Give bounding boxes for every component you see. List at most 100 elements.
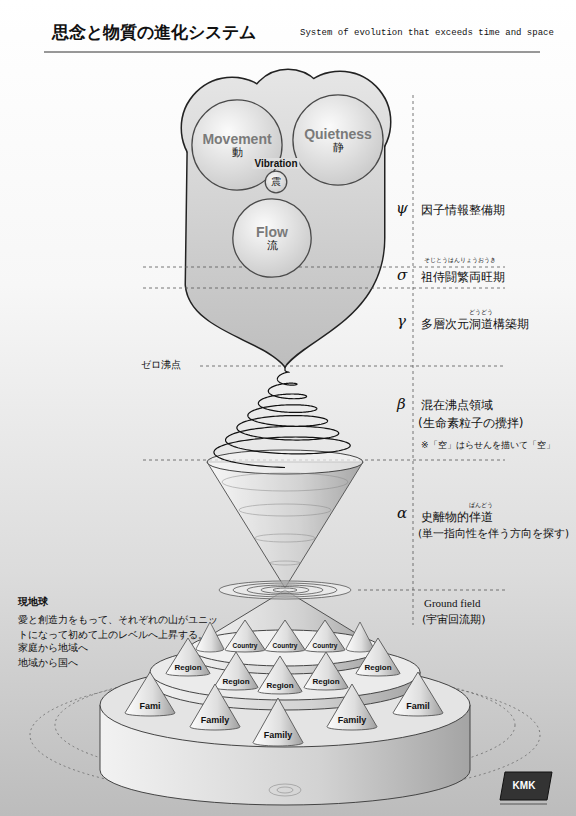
cone-label: Region — [312, 678, 339, 686]
cone-label: Region — [364, 664, 391, 672]
thought-cloud — [182, 70, 390, 366]
cone-label: Family — [264, 731, 293, 740]
cone-outline — [305, 620, 345, 652]
stage-name: 混在沸点領域 — [421, 399, 493, 411]
ground-swirl — [261, 587, 309, 594]
circle-heading: Flow — [256, 224, 288, 240]
stage-name: Ground field — [424, 598, 481, 609]
circle-kanji: 流 — [267, 240, 278, 253]
unit-cone: Family — [253, 698, 303, 746]
unit-cone: Region — [166, 638, 210, 676]
ground-cylinder — [100, 663, 470, 805]
concept-circle: Vibration震 — [265, 171, 287, 193]
cone-label: Region — [266, 682, 293, 690]
stage-letter: γ — [397, 314, 406, 329]
boiling-point-label: ゼロ沸点 — [141, 360, 181, 370]
body-text: 地域から国へ — [18, 658, 78, 668]
stage-divider — [143, 95, 505, 625]
cone-outline — [393, 672, 443, 716]
thought-cloud — [182, 70, 390, 366]
stage-note: ※「空」はらせんを描いて「空」 — [421, 441, 555, 450]
section-heading: 現地球 — [18, 597, 48, 607]
ground-swirl — [247, 585, 323, 595]
cone-label: Country — [273, 642, 298, 649]
cone-outline — [356, 638, 400, 676]
cone-outline — [166, 638, 210, 676]
diagram-title: 思念と物質の進化システム — [52, 22, 256, 42]
stage-divider — [143, 267, 505, 268]
cone-label: Country — [233, 642, 258, 649]
circle-outline — [293, 95, 383, 185]
circle-kanji: 震 — [271, 176, 281, 188]
upper-cone — [222, 473, 348, 491]
cone-label: Famil — [406, 702, 430, 711]
ground-cylinder — [277, 787, 293, 793]
unit-cone: Family — [327, 684, 377, 730]
cone-outline — [304, 652, 348, 690]
stage-name: 多層次元洞道構築期 — [421, 318, 529, 330]
stage-name: 祖侍闘繁両旺期 — [421, 271, 505, 283]
boiling-spiral — [214, 366, 350, 468]
unit-cone: Country — [265, 620, 305, 652]
upper-cone — [222, 473, 348, 565]
stage-divider — [143, 288, 505, 289]
unit-cone: Country — [225, 620, 265, 652]
header-rule — [44, 52, 540, 53]
concept-circle: Flow流 — [232, 198, 312, 278]
unit-cone: Famil — [393, 672, 443, 716]
stage-note: (宇宙回流期) — [422, 614, 486, 625]
ground-swirl — [219, 581, 351, 599]
stage-divider — [358, 590, 505, 591]
upper-cone — [207, 450, 363, 588]
cone-label: Family — [201, 715, 230, 724]
unit-cone: Region — [214, 652, 258, 690]
stage-divider — [413, 95, 414, 625]
upper-cone — [255, 534, 315, 542]
stage-name: 史離物的伴道 — [421, 511, 493, 523]
unit-cone: Country — [305, 620, 345, 652]
unit-cone: Family — [190, 684, 240, 730]
cone-label: Region — [222, 678, 249, 686]
logo-emblem — [500, 772, 552, 800]
cone-outline — [125, 672, 175, 716]
lower-cone — [190, 590, 380, 666]
upper-cone — [207, 462, 363, 588]
ground-swirl — [233, 583, 337, 597]
cone-label: Region — [174, 664, 201, 672]
ground-swirl — [219, 581, 351, 599]
circle-outline — [265, 171, 287, 193]
cone-outline — [265, 620, 305, 652]
unit-cone: Fami — [125, 672, 175, 716]
cone-outline — [258, 656, 302, 694]
cone-outline — [214, 652, 258, 690]
logo-emblem — [500, 772, 552, 804]
stage-note: (単一指向性を伴う方向を探す) — [418, 528, 569, 539]
cone-label: Fami — [139, 702, 160, 711]
ruby-reading: そじとうはんりょうおうき — [424, 257, 496, 263]
logo-emblem — [500, 804, 547, 805]
circle-outline — [233, 199, 311, 277]
cone-outline — [190, 684, 240, 730]
unit-cone: Region — [304, 652, 348, 690]
ground-cylinder — [269, 784, 301, 796]
cone-outline — [327, 684, 377, 730]
circle-heading: Quietness — [304, 126, 372, 142]
stage-letter: α — [397, 506, 407, 521]
ground-swirl — [273, 588, 297, 592]
concept-circle: Quietness静 — [292, 94, 384, 186]
upper-cone — [270, 561, 300, 565]
logo-text: KMK — [513, 781, 536, 791]
stage-letter: β — [397, 397, 406, 412]
unit-cone: Region — [356, 638, 400, 676]
upper-cone — [239, 504, 331, 516]
stage-name: 因子情報整備期 — [421, 204, 505, 216]
lower-cone — [190, 590, 380, 666]
cone-outline — [225, 620, 265, 652]
ground-cylinder — [269, 784, 301, 796]
circle-kanji: 動 — [232, 147, 243, 160]
body-text: 愛と創造力をもって、それぞれの山がユニットになって初めて上のレベルへ上昇する。 — [18, 612, 223, 642]
unit-cone: Region — [258, 656, 302, 694]
cone-label: Country — [313, 642, 338, 649]
stage-note: (生命素粒子の攪拌) — [418, 417, 523, 429]
thought-cloud — [182, 70, 390, 366]
